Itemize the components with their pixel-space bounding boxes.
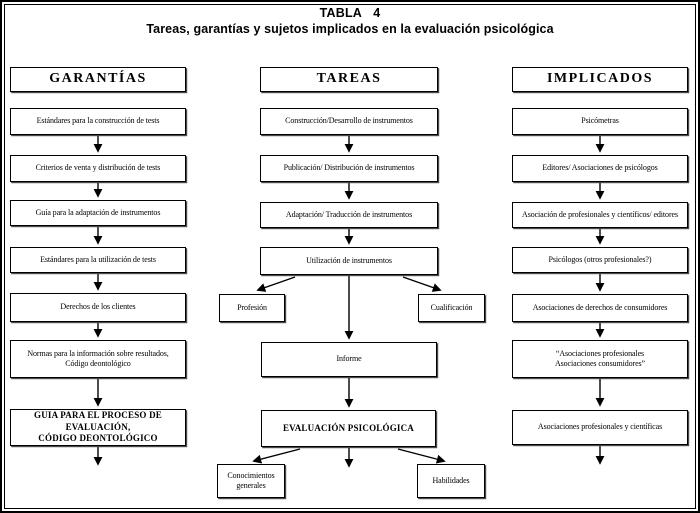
box-estandares-construccion-tests: Estándares para la construcción de tests bbox=[10, 108, 186, 135]
box-adaptacion-traduccion: Adaptación/ Traducción de instrumentos bbox=[260, 202, 438, 228]
box-normas-informacion-resultados: Normas para la información sobre resulta… bbox=[10, 340, 186, 378]
box-utilizacion-instrumentos: Utilización de instrumentos bbox=[260, 247, 438, 275]
box-criterios-venta-distribucion: Criterios de venta y distribución de tes… bbox=[10, 155, 186, 182]
arrow-diagonal bbox=[402, 276, 442, 292]
box-guia-adaptacion-instrumentos: Guía para la adaptación de instrumentos bbox=[10, 200, 186, 226]
box-estandares-utilizacion-tests: Estándares para la utilización de tests bbox=[10, 247, 186, 273]
box-asociaciones-profesionales-consumidores: “Asociaciones profesionales Asociaciones… bbox=[512, 340, 688, 378]
box-construccion-desarrollo: Construcción/Desarrollo de instrumentos bbox=[260, 108, 438, 135]
box-derechos-clientes: Derechos de los clientes bbox=[10, 293, 186, 322]
box-profesion: Profesión bbox=[219, 294, 285, 322]
box-habilidades: Habilidades bbox=[417, 464, 485, 498]
box-psicologos-otros-profesionales: Psicólogos (otros profesionales?) bbox=[512, 247, 688, 273]
arrow-diagonal bbox=[256, 276, 296, 292]
box-editores-asociaciones-psicologos: Editores/ Asociaciones de psicólogos bbox=[512, 155, 688, 182]
box-asociaciones-derechos-consumidores: Asociaciones de derechos de consumidores bbox=[512, 294, 688, 322]
box-asociaciones-profesionales-cientificas: Asociaciones profesionales y científicas bbox=[512, 410, 688, 445]
box-psicometras: Psicómetras bbox=[512, 108, 688, 135]
table-title: TABLA 4 bbox=[319, 6, 381, 20]
box-cualificacion: Cualificación bbox=[418, 294, 485, 322]
box-asociacion-profesionales-cientificos-editores: Asociación de profesionales y científico… bbox=[512, 202, 688, 228]
arrow-diagonal bbox=[252, 448, 301, 464]
table-subtitle: Tareas, garantías y sujetos implicados e… bbox=[146, 22, 554, 36]
column-header-garantias: GARANTÍAS bbox=[10, 67, 186, 92]
box-guia-proceso-evaluacion: GUIA PARA EL PROCESO DE EVALUACIÓN, CÓDI… bbox=[10, 409, 186, 446]
arrow-diagonal bbox=[397, 448, 446, 464]
box-conocimientos-generales: Conocimientos generales bbox=[217, 464, 285, 498]
column-header-implicados: IMPLICADOS bbox=[512, 67, 688, 92]
box-informe: Informe bbox=[261, 342, 437, 377]
column-header-tareas: TAREAS bbox=[260, 67, 438, 92]
box-publicacion-distribucion: Publicación/ Distribución de instrumento… bbox=[260, 155, 438, 182]
box-evaluacion-psicologica: EVALUACIÓN PSICOLÓGICA bbox=[261, 410, 436, 447]
